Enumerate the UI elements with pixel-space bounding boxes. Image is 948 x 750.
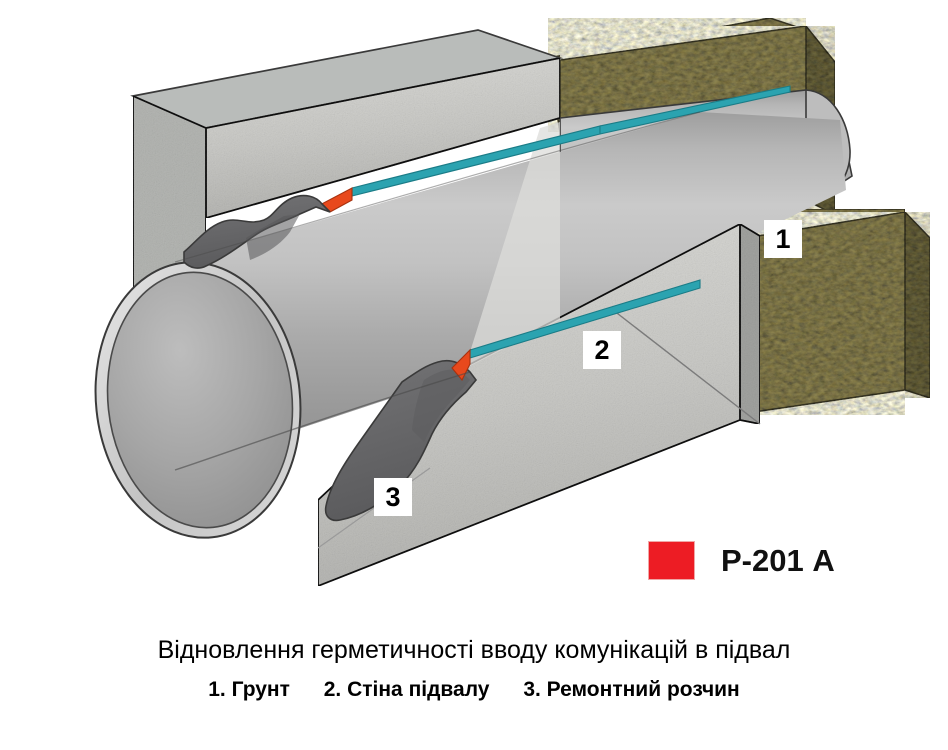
figure-key-row: 1. Грунт 2. Стіна підвалу 3. Ремонтний р… <box>0 678 948 702</box>
callout-label-3: 3 <box>374 478 412 516</box>
pipe-open-end <box>94 261 302 539</box>
repair-mortar-upper <box>183 194 331 269</box>
product-legend: Р-201 А <box>648 541 835 580</box>
figure-caption-block: Відновлення герметичності вводу комуніка… <box>0 636 948 702</box>
figure-key-item-2: 2. Стіна підвалу <box>323 678 490 701</box>
pipe-lower-edge <box>174 371 471 471</box>
slab-seam-line <box>612 309 761 425</box>
figure-key-item-3: 3. Ремонтний розчин <box>523 678 740 701</box>
sealant-joint-upper <box>314 85 791 213</box>
legend-product-label: Р-201 А <box>721 542 835 578</box>
legend-color-swatch <box>648 541 695 580</box>
callout-label-1: 1 <box>764 220 802 258</box>
pipe-upper-edge <box>174 111 701 263</box>
figure-title: Відновлення герметичності вводу комуніка… <box>157 636 791 664</box>
pipe-wall-cross-section-diagram <box>94 17 931 588</box>
sealant-joint-lower <box>451 279 701 381</box>
callout-label-2: 2 <box>583 331 621 369</box>
figure-key-item-1: 1. Грунт <box>208 678 290 701</box>
